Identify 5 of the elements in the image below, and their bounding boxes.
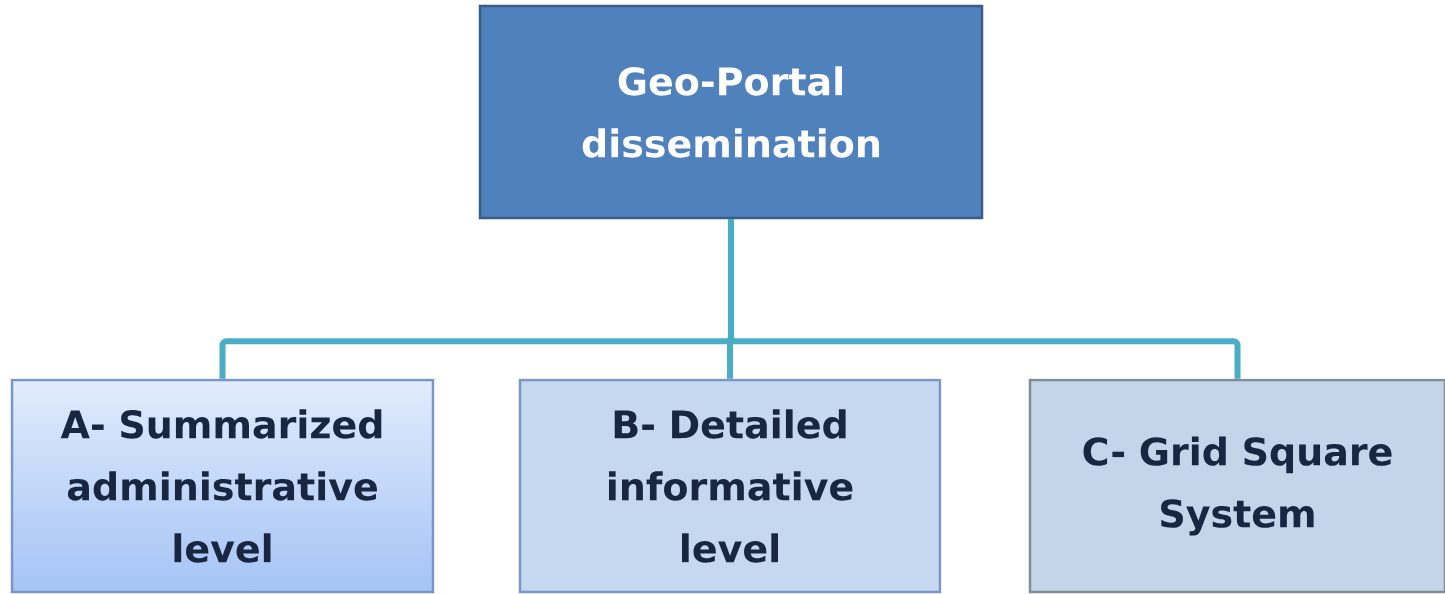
category-box: A- Summarized administrative level <box>10 378 435 594</box>
connector-line <box>728 219 1241 379</box>
category-box: C- Grid Square System <box>1028 378 1445 594</box>
root-box: Geo-Portal dissemination <box>478 4 984 220</box>
category-box: B- Detailed informative level <box>518 378 942 594</box>
